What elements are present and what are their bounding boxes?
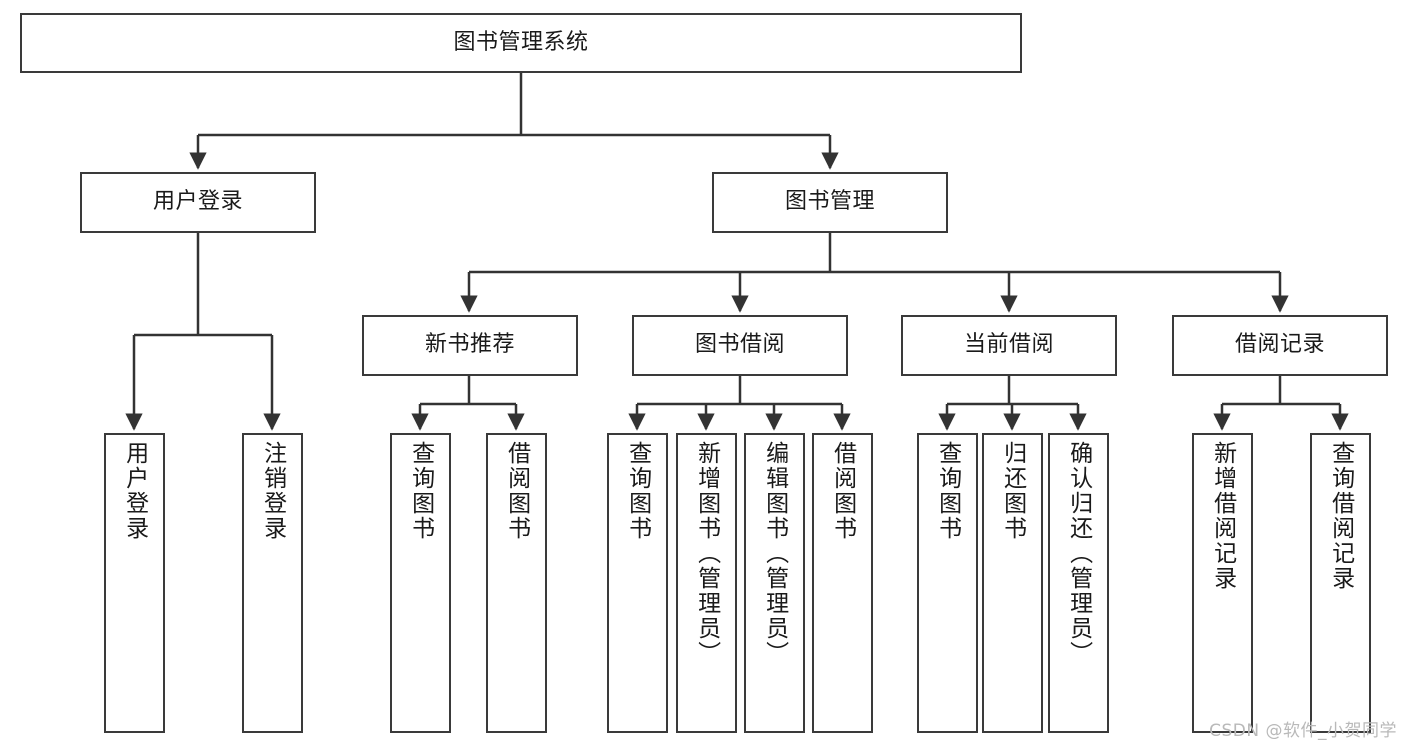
node-leaf-borrow-book-1[interactable]: 借阅图书 (486, 433, 547, 733)
node-leaf-borrow-book-1-label: 借阅图书 (503, 441, 530, 541)
node-leaf-query-book-2-label: 查询图书 (624, 441, 651, 541)
node-root[interactable]: 图书管理系统 (20, 13, 1022, 73)
node-leaf-edit-book-label: 编辑图书（管理员） (761, 441, 788, 666)
node-new-book-recommend-label: 新书推荐 (424, 332, 515, 358)
node-leaf-add-record-label: 新增借阅记录 (1209, 441, 1236, 591)
node-leaf-add-record[interactable]: 新增借阅记录 (1192, 433, 1253, 733)
node-leaf-user-logout-label: 注销登录 (259, 441, 286, 541)
node-leaf-query-book-3-label: 查询图书 (934, 441, 961, 541)
node-leaf-query-record-label: 查询借阅记录 (1327, 441, 1354, 591)
node-book-borrow[interactable]: 图书借阅 (632, 315, 848, 376)
node-current-borrow[interactable]: 当前借阅 (901, 315, 1117, 376)
node-leaf-query-book-1[interactable]: 查询图书 (390, 433, 451, 733)
node-leaf-add-book-label: 新增图书（管理员） (693, 441, 720, 666)
node-leaf-return-book[interactable]: 归还图书 (982, 433, 1043, 733)
node-new-book-recommend[interactable]: 新书推荐 (362, 315, 578, 376)
node-borrow-record-label: 借阅记录 (1234, 332, 1325, 358)
node-book-manage-label: 图书管理 (784, 189, 875, 215)
node-borrow-record[interactable]: 借阅记录 (1172, 315, 1388, 376)
node-leaf-borrow-book-2[interactable]: 借阅图书 (812, 433, 873, 733)
node-leaf-add-book[interactable]: 新增图书（管理员） (676, 433, 737, 733)
node-leaf-query-book-2[interactable]: 查询图书 (607, 433, 668, 733)
node-book-borrow-label: 图书借阅 (694, 332, 785, 358)
node-leaf-borrow-book-2-label: 借阅图书 (829, 441, 856, 541)
node-leaf-confirm-return[interactable]: 确认归还（管理员） (1048, 433, 1109, 733)
node-leaf-user-login-label: 用户登录 (121, 441, 148, 541)
node-book-manage[interactable]: 图书管理 (712, 172, 948, 233)
node-user-login-label: 用户登录 (152, 189, 243, 215)
node-root-label: 图书管理系统 (453, 29, 589, 55)
node-leaf-query-book-3[interactable]: 查询图书 (917, 433, 978, 733)
node-leaf-user-logout[interactable]: 注销登录 (242, 433, 303, 733)
node-leaf-confirm-return-label: 确认归还（管理员） (1065, 441, 1092, 666)
node-leaf-return-book-label: 归还图书 (999, 441, 1026, 541)
node-leaf-user-login[interactable]: 用户登录 (104, 433, 165, 733)
node-leaf-query-book-1-label: 查询图书 (407, 441, 434, 541)
node-leaf-query-record[interactable]: 查询借阅记录 (1310, 433, 1371, 733)
node-user-login[interactable]: 用户登录 (80, 172, 316, 233)
node-current-borrow-label: 当前借阅 (963, 332, 1054, 358)
node-leaf-edit-book[interactable]: 编辑图书（管理员） (744, 433, 805, 733)
